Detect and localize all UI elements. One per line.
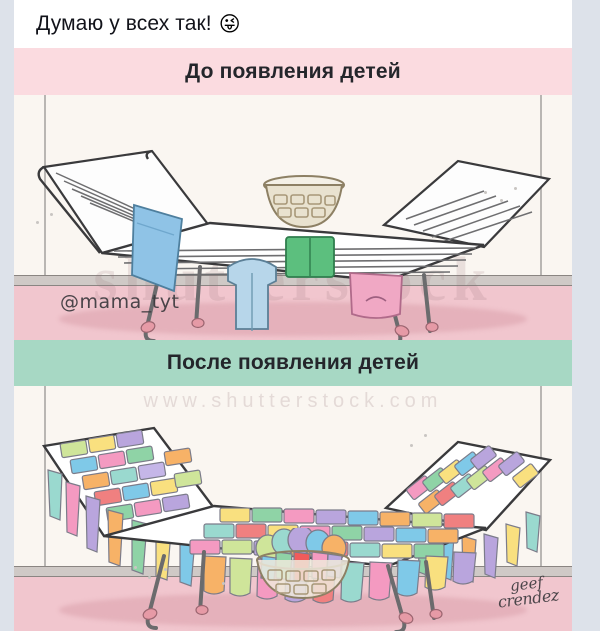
speck: [36, 221, 39, 224]
wall-corner-line-right: [540, 95, 542, 340]
speck: [134, 566, 137, 569]
speck: [514, 187, 517, 190]
comic-image: До появления детей shutterstock: [14, 48, 572, 631]
laundry-basket-after: [246, 525, 360, 605]
speck: [410, 444, 413, 447]
speck: [164, 568, 167, 571]
wall-corner-line-left-after: [44, 386, 46, 631]
speck: [50, 213, 53, 216]
floor-shadow-before: [58, 302, 528, 336]
panel-before-scene: shutterstock: [14, 95, 572, 340]
drying-rack-before: [14, 95, 572, 340]
panel-after-scene: www.shutterstock.com: [14, 386, 572, 631]
speck: [424, 434, 427, 437]
wall-corner-line-right-after: [540, 386, 542, 631]
panel-before-banner: До появления детей: [14, 48, 572, 95]
wall-corner-line-left: [44, 95, 46, 340]
caption-text: Думаю у всех так!: [36, 12, 212, 35]
panel-before-banner-label: До появления детей: [185, 59, 401, 83]
winking-face-with-tongue-icon: 😜: [218, 12, 241, 36]
author-watermark-before: @mama_tyt: [60, 291, 180, 313]
speck: [484, 191, 487, 194]
post-caption-bar: Думаю у всех так! 😜: [14, 0, 572, 48]
speck: [222, 582, 225, 585]
speck: [500, 199, 503, 202]
speck: [148, 576, 151, 579]
laundry-basket-before: [254, 175, 354, 240]
panel-after-banner-label: После появления детей: [166, 351, 420, 374]
panel-after-banner: После появления детей: [14, 340, 572, 386]
